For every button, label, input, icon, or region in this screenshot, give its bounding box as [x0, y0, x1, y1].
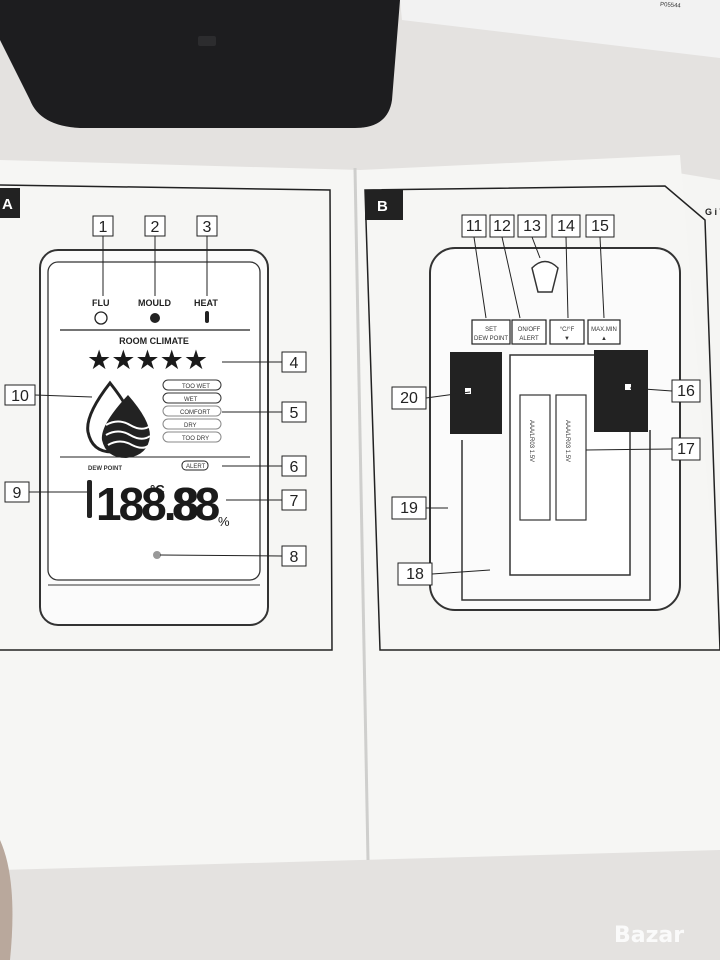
left-pad-marker — [465, 388, 471, 394]
set-button-label: SET — [485, 327, 497, 333]
right-pad-marker — [625, 384, 631, 390]
level-dry: DRY — [184, 423, 197, 429]
level-too-dry: TOO DRY — [182, 436, 209, 442]
callout-2: 2 — [151, 219, 160, 236]
humidity-display: 88 — [172, 478, 220, 530]
wave-lines — [105, 420, 151, 449]
humidity-level-list: TOO WET WET COMFORT DRY TOO DRY — [162, 379, 222, 443]
edge-text: G i T — [705, 207, 720, 217]
product-box — [400, 0, 720, 58]
panel-b-letter-box — [365, 190, 403, 220]
lcd-screen — [47, 261, 261, 581]
percent-sign: % — [218, 514, 230, 529]
callout-7: 7 — [290, 493, 299, 510]
battery-1 — [519, 394, 551, 521]
panel-a-frame — [0, 184, 333, 651]
right-magnet-pad — [594, 350, 648, 432]
heat-thermometer-icon — [205, 311, 209, 323]
callout-16: 16 — [677, 383, 695, 400]
callout-15: 15 — [591, 218, 609, 235]
callout-3: 3 — [203, 219, 212, 236]
panel-a-letter: A — [2, 196, 13, 213]
down-arrow-icon: ▼ — [564, 336, 570, 342]
device-top — [0, 0, 400, 128]
flu-label: FLU — [92, 298, 110, 308]
dew-point-label: DEW POINT — [88, 466, 122, 472]
heat-label: HEAT — [194, 298, 218, 308]
callout-17: 17 — [677, 441, 695, 458]
sensor-dot — [153, 551, 161, 559]
hanging-hole — [531, 260, 559, 293]
callout-5: 5 — [290, 405, 299, 422]
callout-10: 10 — [11, 388, 29, 405]
callout-19: 19 — [400, 500, 418, 517]
panel-b-letter: B — [377, 198, 388, 215]
stand-outline — [461, 430, 651, 601]
callout-12: 12 — [493, 218, 511, 235]
device-button — [198, 36, 216, 46]
alert-label: ALERT — [186, 464, 206, 470]
temp-unit-c: °C — [150, 482, 165, 497]
box-label: P05544 — [660, 2, 682, 9]
panel-a-letter-box — [0, 188, 20, 218]
alert-button-sub: ALERT — [519, 336, 539, 342]
level-wet: WET — [184, 397, 198, 403]
flu-icon — [94, 311, 108, 325]
callout-20: 20 — [400, 390, 418, 407]
maxmin-button-label: MAX.MIN — [591, 327, 617, 333]
panel-b-callouts — [391, 214, 701, 586]
callout-1: 1 — [99, 219, 108, 236]
mould-label: MOULD — [138, 298, 171, 308]
panel-b-frame — [364, 185, 720, 651]
thumb-shadow — [0, 840, 13, 960]
callout-18: 18 — [406, 566, 424, 583]
callout-11: 11 — [466, 218, 483, 235]
mould-icon — [150, 313, 160, 323]
panel-a-callouts — [4, 215, 307, 567]
set-button-sub: DEW POINT — [474, 336, 508, 342]
temperature-display: 188.8 — [96, 478, 199, 530]
back-buttons — [471, 319, 621, 345]
watermark-logo: Bazar — [614, 923, 684, 948]
battery-2-label: AAA/LR03 1.5V — [564, 420, 570, 462]
callout-14: 14 — [557, 218, 575, 235]
unit-button-label: °C/°F — [560, 327, 575, 333]
callout-6: 6 — [290, 459, 299, 476]
booklet-fold — [353, 167, 370, 861]
alert-pill — [181, 460, 209, 471]
thermometer-icon — [87, 480, 92, 518]
level-comfort: COMFORT — [180, 410, 211, 416]
callout-9: 9 — [13, 485, 22, 502]
callout-8: 8 — [290, 549, 299, 566]
room-climate-label: ROOM CLIMATE — [119, 336, 189, 346]
battery-2 — [555, 394, 587, 521]
star-rating: ★★★★★ — [87, 345, 208, 375]
up-arrow-icon: ▲ — [601, 336, 607, 342]
left-magnet-pad — [450, 352, 502, 434]
battery-1-label: AAA/LR03 1.5V — [528, 420, 534, 462]
level-too-wet: TOO WET — [182, 384, 210, 390]
callout-4: 4 — [290, 355, 299, 372]
callout-13: 13 — [523, 218, 541, 235]
alert-button-label: ON/OFF — [518, 327, 541, 333]
